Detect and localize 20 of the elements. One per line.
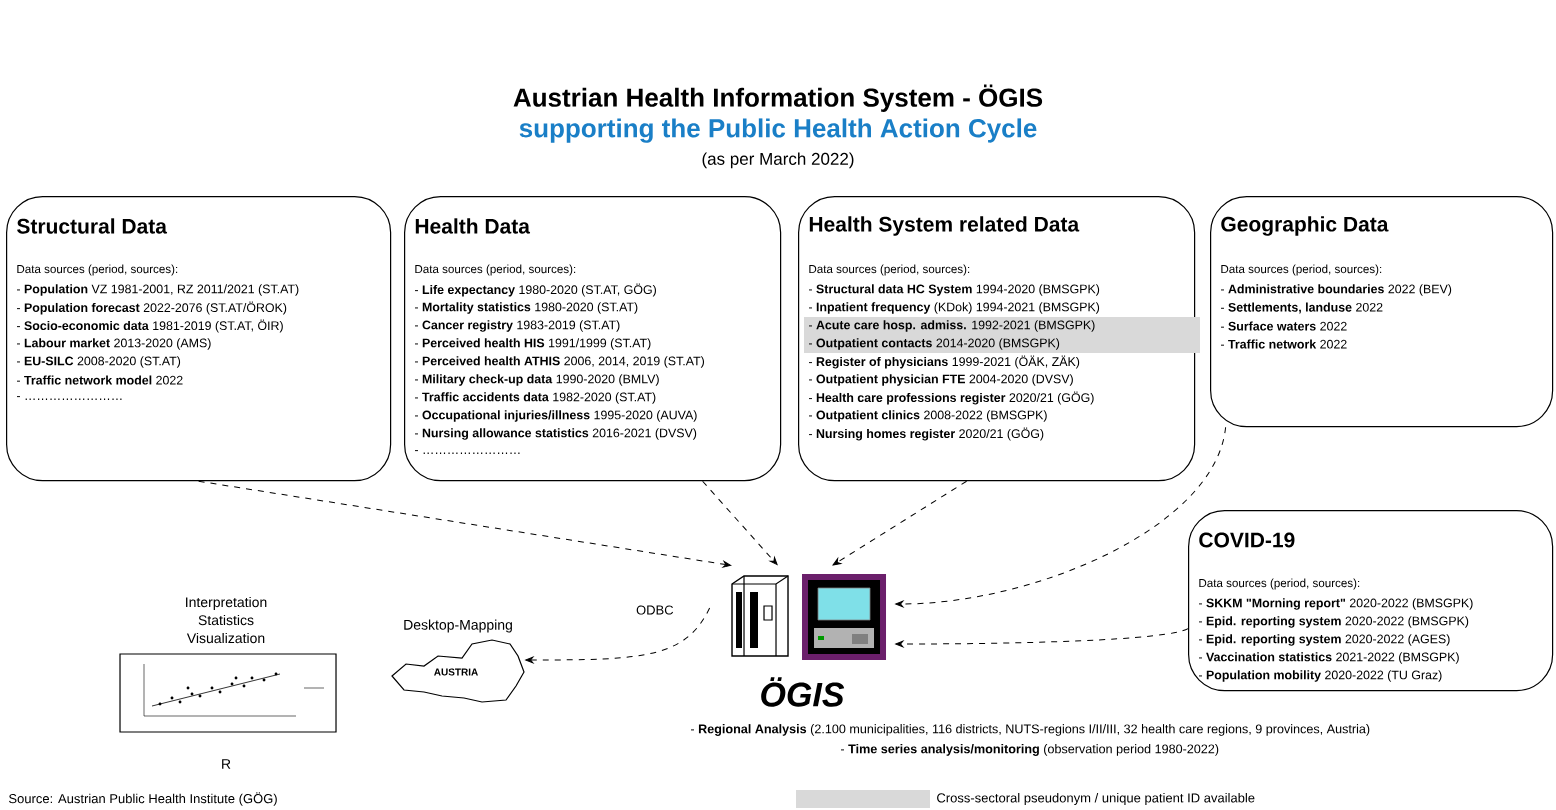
arrow [525, 607, 711, 664]
box-heading: Health Data [415, 218, 531, 234]
data-box [1188, 510, 1554, 692]
box-heading: COVID-19 [1199, 532, 1295, 548]
arrow [895, 426, 1227, 608]
arrow [895, 628, 1189, 648]
data-box [6, 196, 392, 482]
date-note: (as per March 2022) [702, 152, 854, 169]
box-heading: Structural Data [17, 218, 168, 234]
data-box [404, 196, 782, 482]
system-name: ÖGIS [761, 677, 845, 707]
title: Austrian Health Information System - ÖGIS [513, 84, 1043, 112]
subtitle: supporting the Public Health Action Cycle [519, 118, 1037, 143]
arrow [702, 480, 778, 566]
data-box [798, 196, 1200, 482]
arrow [198, 480, 732, 568]
box-heading: Geographic Data [1221, 216, 1389, 236]
box-heading: Health System related Data [809, 216, 1080, 236]
data-box [1210, 196, 1554, 428]
arrow [832, 480, 968, 566]
